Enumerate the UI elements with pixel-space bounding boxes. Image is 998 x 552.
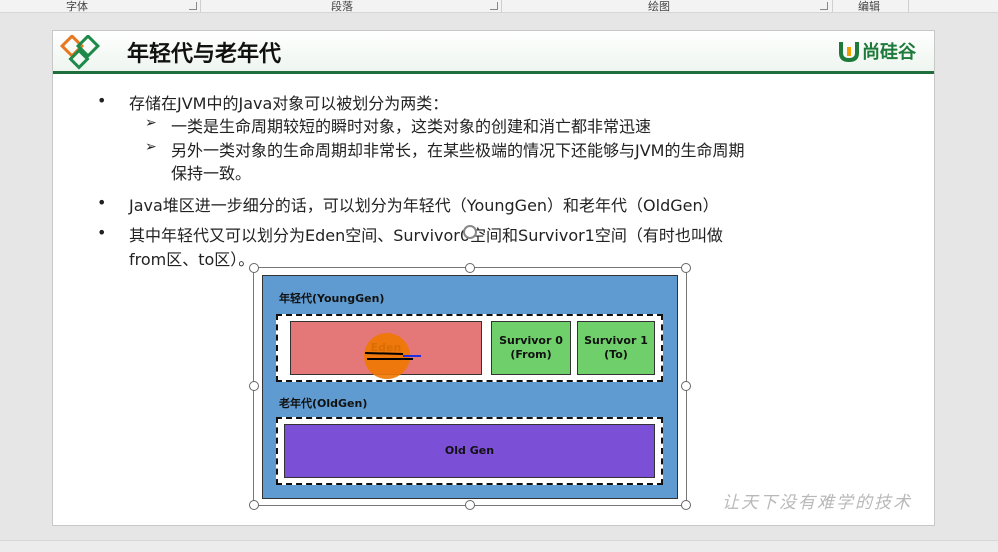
survivor1-label: Survivor 1 — [584, 334, 648, 347]
survivor1-sublabel: (To) — [604, 348, 628, 361]
ribbon-group-paragraph-label: 段落 — [331, 0, 353, 13]
ribbon-group-editing-label: 编辑 — [858, 0, 880, 13]
ribbon-group-drawing-label: 绘图 — [648, 0, 670, 13]
bullet-dot: • — [97, 91, 107, 110]
rotate-handle[interactable] — [463, 225, 477, 239]
resize-handle-right[interactable] — [681, 381, 691, 391]
sub-bullet-text[interactable]: 另外一类对象的生命周期却非常长，在某些极端的情况下还能够与JVM的生命周期 — [171, 141, 745, 160]
survivor0-sublabel: (From) — [510, 348, 552, 361]
ribbon-group-editing[interactable]: 编辑 — [833, 0, 909, 13]
resize-handle-bottom-right[interactable] — [681, 500, 691, 510]
ribbon-group-drawing[interactable]: 绘图 — [502, 0, 833, 13]
resize-handle-top-left[interactable] — [249, 263, 259, 273]
dialog-launcher-icon[interactable] — [820, 2, 828, 10]
resize-handle-top[interactable] — [465, 263, 475, 273]
bullet-text-continued[interactable]: from区、to区）。 — [129, 250, 255, 269]
survivor0-block[interactable]: Survivor 0 (From) — [491, 321, 571, 375]
ribbon-group-font[interactable]: 字体 — [0, 0, 201, 13]
notes-pane-edge — [0, 540, 998, 552]
arrow-bullet-icon: ➢ — [145, 139, 157, 155]
slide-title[interactable]: 年轻代与老年代 — [127, 42, 282, 67]
young-gen-container: Eden Survivor 0 (From) Survivor 1 (To) — [276, 314, 663, 382]
old-gen-block[interactable]: Old Gen — [284, 424, 655, 478]
bullet-dot: • — [97, 193, 107, 212]
diamond-logo-icon — [59, 35, 101, 70]
sub-bullet-text[interactable]: 一类是生命周期较短的瞬时对象，这类对象的创建和消亡都非常迅速 — [171, 117, 652, 136]
ribbon-group-paragraph[interactable]: 段落 — [201, 0, 502, 13]
bullet-text[interactable]: 存储在JVM中的Java对象可以被划分为两类： — [129, 94, 449, 113]
slide-canvas[interactable]: 年轻代与老年代 尚硅谷 • 存储在JVM中的Java对象可以被划分为两类： ➢ … — [52, 30, 935, 526]
heap-diagram[interactable]: 年轻代(YoungGen) Eden Survivor 0 (From) Sur… — [262, 275, 678, 499]
resize-handle-bottom-left[interactable] — [249, 500, 259, 510]
young-gen-label: 年轻代(YoungGen) — [279, 292, 385, 305]
dialog-launcher-icon[interactable] — [490, 2, 498, 10]
resize-handle-bottom[interactable] — [465, 500, 475, 510]
old-gen-label: 老年代(OldGen) — [279, 397, 368, 410]
slide-title-bar: 年轻代与老年代 尚硅谷 — [53, 31, 934, 74]
survivor1-block[interactable]: Survivor 1 (To) — [577, 321, 655, 375]
brand-u-icon — [839, 42, 859, 63]
slogan-watermark: 让天下没有难学的技术 — [722, 493, 912, 513]
bullet-text[interactable]: Java堆区进一步细分的话，可以划分为年轻代（YoungGen）和老年代（Old… — [129, 196, 719, 215]
dialog-launcher-icon[interactable] — [189, 2, 197, 10]
pen-annotation-icon — [364, 352, 421, 360]
resize-handle-left[interactable] — [249, 381, 259, 391]
selection-frame — [253, 267, 687, 506]
arrow-bullet-icon: ➢ — [145, 115, 157, 131]
old-gen-container: Old Gen — [276, 417, 663, 485]
resize-handle-top-right[interactable] — [681, 263, 691, 273]
laser-pointer — [364, 333, 410, 379]
bullet-dot: • — [97, 223, 107, 242]
sub-bullet-text-continued[interactable]: 保持一致。 — [171, 164, 252, 183]
brand-logo: 尚硅谷 — [838, 38, 916, 64]
ribbon-group-font-label: 字体 — [66, 0, 88, 13]
bullet-text[interactable]: 其中年轻代又可以划分为Eden空间、Survivor0空间和Survivor1空… — [129, 226, 723, 245]
brand-name: 尚硅谷 — [862, 42, 916, 63]
survivor0-label: Survivor 0 — [499, 334, 563, 347]
ribbon-group-labels: 字体 段落 绘图 编辑 — [0, 0, 998, 13]
